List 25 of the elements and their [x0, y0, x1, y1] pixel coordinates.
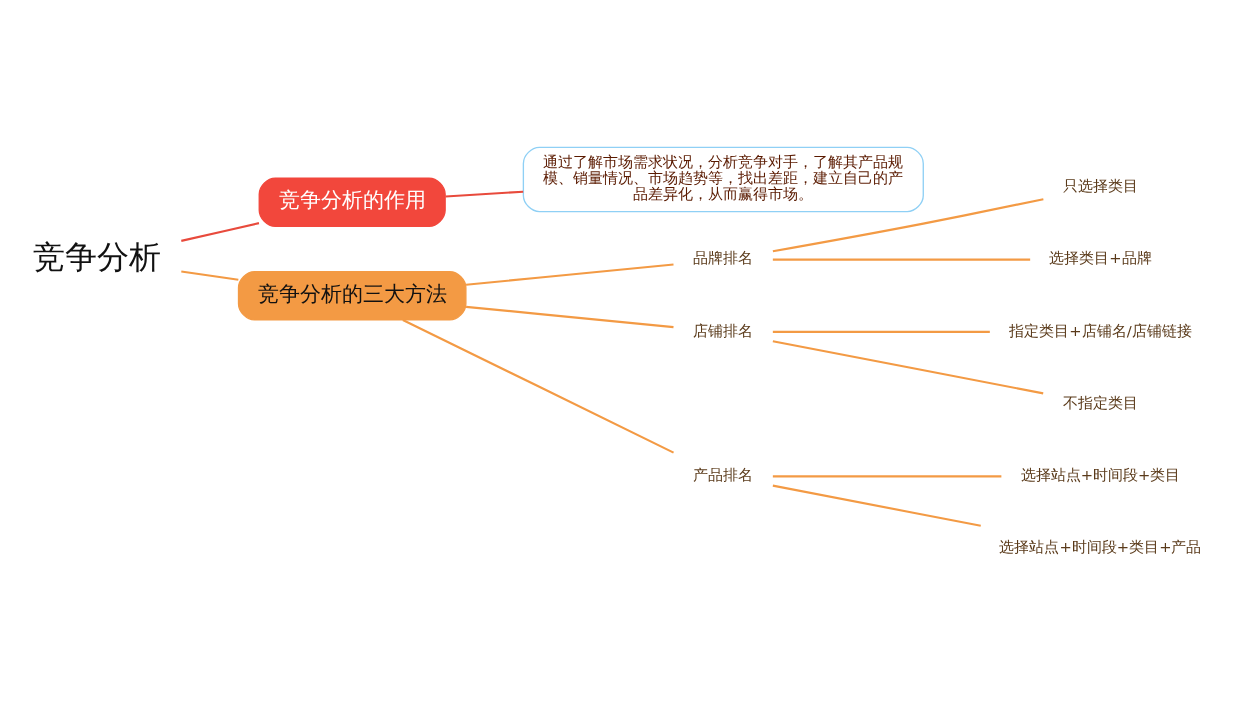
connector	[772, 340, 1044, 395]
node-box: 通过了解市场需求状况，分析竞争对手，了解其产品规模、销量情况、市场趋势等，找出差距，建立自己的产品差异化，从而赢得市场。	[522, 146, 924, 213]
connector	[772, 484, 981, 527]
connector	[466, 263, 674, 286]
node-text: 品牌排名	[693, 249, 754, 267]
connector	[772, 258, 1031, 261]
node-box: 竞争分析的作用	[258, 177, 446, 227]
connector	[466, 305, 674, 329]
connector	[181, 270, 239, 281]
connector	[445, 190, 524, 198]
node-text: 只选择类目	[1062, 177, 1138, 195]
connector	[181, 222, 260, 242]
node-text: 竞争分析	[33, 237, 162, 276]
node-text: 指定类目+店铺名/店铺链接	[1009, 321, 1192, 339]
node-text: 店铺排名	[693, 321, 754, 339]
connector	[772, 330, 990, 333]
connector	[772, 198, 1044, 253]
node-text: 选择站点+时间段+类目+产品	[999, 538, 1202, 556]
connector	[402, 319, 675, 454]
node-text: 选择站点+时间段+类目	[1020, 466, 1181, 484]
node-text: 选择类目+品牌	[1049, 249, 1152, 267]
node-box: 竞争分析的三大方法	[237, 271, 467, 321]
node-text: 产品排名	[693, 466, 754, 484]
node-text: 不指定类目	[1062, 393, 1138, 411]
connector	[772, 475, 1002, 478]
